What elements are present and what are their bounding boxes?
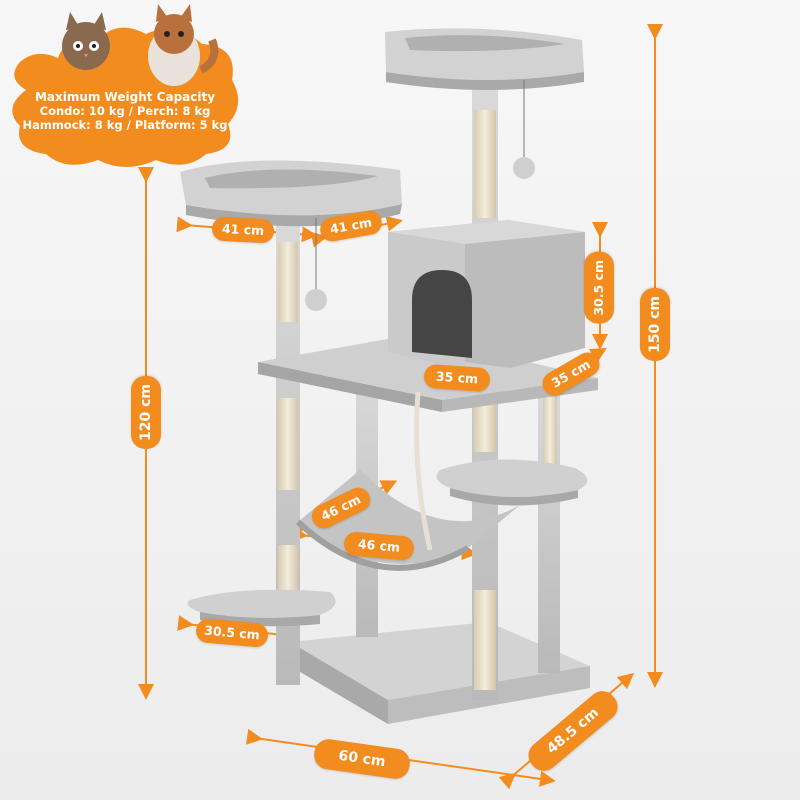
cloud-badge-shape xyxy=(12,4,239,167)
perch-width-label: 41 cm xyxy=(211,216,275,244)
total-height-label: 150 cm xyxy=(640,288,670,361)
capacity-line-hammock-platform: Hammock: 8 kg / Platform: 5 kg xyxy=(22,118,228,132)
capacity-line-condo-perch: Condo: 10 kg / Perch: 8 kg xyxy=(39,104,211,118)
lower-height-label: 120 cm xyxy=(131,376,161,449)
cat-icon-fluffy xyxy=(148,4,219,86)
capacity-title: Maximum Weight Capacity xyxy=(34,90,216,104)
condo-width-label: 35 cm xyxy=(423,363,491,393)
top-perch xyxy=(385,28,584,90)
cat-icon-tabby xyxy=(62,12,110,70)
condo xyxy=(388,220,585,370)
dangling-toys xyxy=(305,80,535,551)
right-perch xyxy=(436,459,588,506)
weight-capacity-badge: Maximum Weight Capacity Condo: 10 kg / P… xyxy=(6,0,244,172)
condo-height-label: 30.5 cm xyxy=(584,252,614,324)
